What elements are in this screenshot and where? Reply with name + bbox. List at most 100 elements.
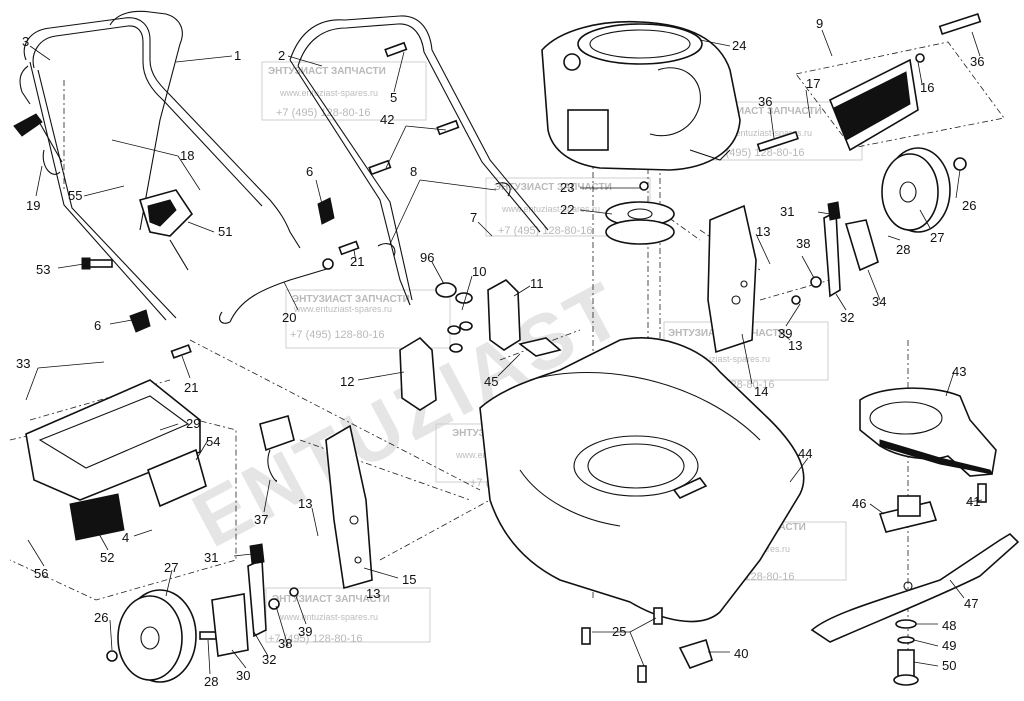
control-cable <box>219 258 334 324</box>
wheel-bracket-left <box>325 424 373 590</box>
stamp-title: ЭНТУЗИАСТ ЗАПЧАСТИ <box>272 594 390 605</box>
callout-39a: 39 <box>298 624 312 639</box>
callout-6b: 6 <box>94 318 101 333</box>
callout-26b: 26 <box>94 610 108 625</box>
handle-knob <box>13 113 63 175</box>
callout-49: 49 <box>942 638 956 653</box>
fuel-box <box>69 493 125 541</box>
watermark-stamp: ЭНТУЗИАСТ ЗАПЧАСТИ www.entuziast-spares.… <box>485 177 651 237</box>
stamp-phone: +7 (495) 128-80-16 <box>276 107 370 119</box>
callout-31a: 31 <box>204 550 218 565</box>
callout-12: 12 <box>340 374 354 389</box>
callout-38a: 38 <box>278 636 292 651</box>
callout-13b: 13 <box>298 496 312 511</box>
callout-21b: 21 <box>184 380 198 395</box>
callout-23: 23 <box>560 180 574 195</box>
stamp-phone: +7 (495) 128-80-16 <box>268 633 362 645</box>
stamp-title: ЭНТУЗИАСТ ЗАПЧАСТИ <box>292 294 410 305</box>
deck-baffle <box>859 387 997 477</box>
callout-9: 9 <box>816 16 823 31</box>
stamp-site: www.entuziast-spares.ru <box>713 128 812 138</box>
front-wheel-left <box>106 589 217 683</box>
callout-32a: 32 <box>840 310 854 325</box>
callout-96: 96 <box>420 250 434 265</box>
callout-43: 43 <box>952 364 966 379</box>
height-lever-left <box>211 201 841 657</box>
callout-19: 19 <box>26 198 40 213</box>
bolt <box>81 257 113 270</box>
stamp-phone: +7 (495) 128-80-16 <box>498 225 592 237</box>
engine <box>541 20 741 171</box>
callout-30: 30 <box>236 668 250 683</box>
callout-56: 56 <box>34 566 48 581</box>
callout-55: 55 <box>68 188 82 203</box>
callout-50: 50 <box>942 658 956 673</box>
stamp-site: www.entuziast-spares.ru <box>279 612 378 622</box>
starter-switch <box>259 415 295 482</box>
bolt <box>170 41 460 359</box>
callout-47: 47 <box>964 596 978 611</box>
callout-4: 4 <box>122 530 129 545</box>
stamp-title: ЭНТУЗИАСТ ЗАПЧАСТИ <box>494 182 612 193</box>
callout-34: 34 <box>872 294 886 309</box>
callout-15: 15 <box>402 572 416 587</box>
callout-8: 8 <box>410 164 417 179</box>
height-lever <box>823 210 879 298</box>
control-bracket <box>138 189 194 271</box>
callout-40: 40 <box>734 646 748 661</box>
handle-knob-small <box>129 197 335 333</box>
blade-adapter <box>878 483 987 533</box>
lower-handle <box>23 17 301 321</box>
rear-wheel-right <box>881 147 967 233</box>
cable-tie <box>377 182 511 257</box>
drive-pulley <box>605 181 675 245</box>
blade-bolt-stack <box>893 619 919 686</box>
stamp-site: www.entuziast-spares.ru <box>501 204 600 214</box>
stamp-title: ЭНТУЗИАСТ ЗАПЧАСТИ <box>704 106 822 117</box>
callout-46: 46 <box>852 496 866 511</box>
grass-bag-frame <box>25 379 201 501</box>
callout-39b: 39 <box>778 326 792 341</box>
callout-27a: 27 <box>930 230 944 245</box>
callout-2: 2 <box>278 48 285 63</box>
stamp-phone: +7 (495) 128-80-16 <box>290 329 384 341</box>
callout-5: 5 <box>390 90 397 105</box>
callout-52: 52 <box>100 550 114 565</box>
callout-1: 1 <box>234 48 241 63</box>
callout-41: 41 <box>966 494 980 509</box>
height-adjust-plate <box>399 279 521 411</box>
mower-blade <box>810 532 1020 643</box>
leader-lines <box>25 29 983 675</box>
rear-shield <box>756 13 982 153</box>
pivot-bracket <box>435 282 473 353</box>
stamp-phone: +7 (495) 128-80-16 <box>710 147 804 159</box>
watermark-stamp: ЭНТУЗИАСТ ЗАПЧАСТИ www.entuziast-spares.… <box>261 61 427 121</box>
callout-44: 44 <box>798 446 812 461</box>
callout-18: 18 <box>180 148 194 163</box>
callout-45: 45 <box>484 374 498 389</box>
callout-26a: 26 <box>962 198 976 213</box>
callout-42: 42 <box>380 112 394 127</box>
callout-11: 11 <box>530 276 544 291</box>
callout-13c: 13 <box>788 338 802 353</box>
callout-36a: 36 <box>970 54 984 69</box>
callout-13d: 13 <box>366 586 380 601</box>
stamp-site: www.entuziast-spares.ru <box>293 304 392 314</box>
callout-51: 51 <box>218 224 232 239</box>
callout-13a: 13 <box>756 224 770 239</box>
callout-10: 10 <box>472 264 486 279</box>
deck-bolts <box>581 607 713 683</box>
callout-54: 54 <box>206 434 220 449</box>
callout-37: 37 <box>254 512 268 527</box>
callout-33: 33 <box>16 356 30 371</box>
upper-handle <box>109 10 549 306</box>
callout-32b: 32 <box>262 652 276 667</box>
callout-24: 24 <box>732 38 746 53</box>
callout-16: 16 <box>920 80 934 95</box>
callout-48: 48 <box>942 618 956 633</box>
wheel-bracket-right <box>707 204 757 354</box>
callout-53: 53 <box>36 262 50 277</box>
grass-bag-box <box>147 448 207 508</box>
upper-handle-bar <box>19 65 31 105</box>
